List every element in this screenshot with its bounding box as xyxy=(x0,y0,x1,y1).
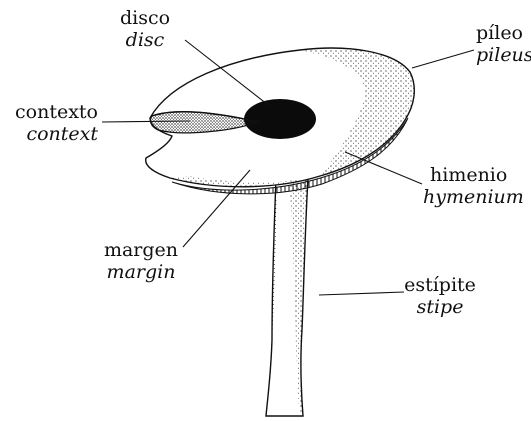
margin-label-en: margin xyxy=(101,261,181,283)
hymenium-label-es: himenio xyxy=(423,164,524,186)
stipe-label: estípite stipe xyxy=(404,274,476,318)
disc-label-en: disc xyxy=(111,29,179,51)
stipe-shape xyxy=(266,178,308,416)
margin-label-es: margen xyxy=(101,239,181,261)
disc-label: disco disc xyxy=(111,7,179,51)
hymenium-label-en: hymenium xyxy=(423,186,524,208)
context-label-es: contexto xyxy=(2,101,98,123)
context-label: contexto context xyxy=(2,101,98,145)
pileus-label: píleo pileus xyxy=(476,22,531,66)
context-label-en: context xyxy=(2,123,98,145)
pileus-label-en: pileus xyxy=(476,44,531,66)
margin-label: margen margin xyxy=(101,239,181,283)
pileus-leader xyxy=(412,50,474,68)
stipe-label-es: estípite xyxy=(404,274,476,296)
hymenium-label: himenio hymenium xyxy=(423,164,524,208)
disc-shape xyxy=(244,99,316,139)
pileus-label-es: píleo xyxy=(476,22,531,44)
stipe-leader xyxy=(319,292,404,295)
disc-label-es: disco xyxy=(111,7,179,29)
stipe-label-en: stipe xyxy=(404,296,476,318)
